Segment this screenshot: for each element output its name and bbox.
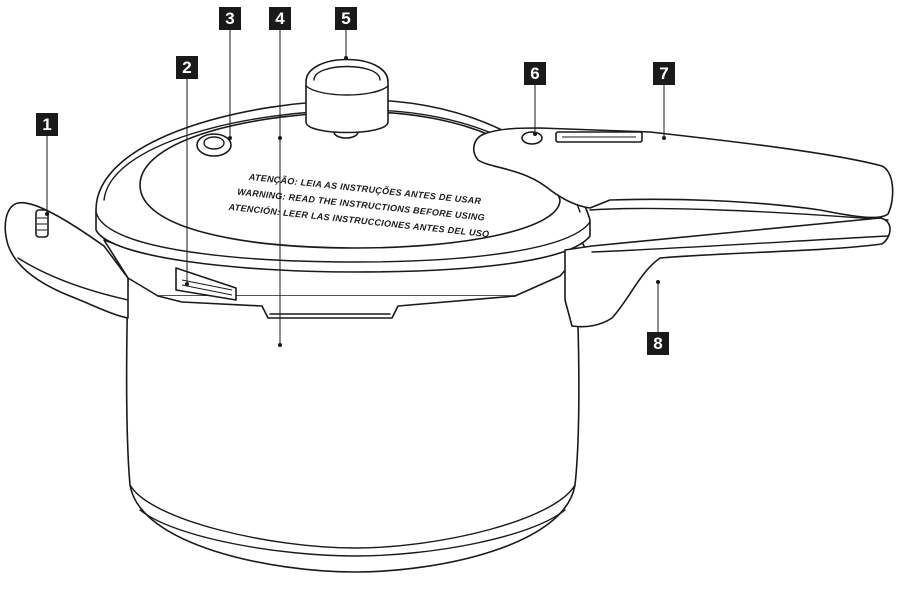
svg-text:3: 3	[225, 9, 234, 28]
callout-4: 4	[269, 7, 291, 30]
svg-text:5: 5	[341, 9, 350, 28]
callout-2: 2	[176, 56, 198, 79]
lid-handle	[472, 127, 894, 221]
svg-text:6: 6	[530, 64, 539, 83]
svg-text:7: 7	[659, 64, 668, 83]
safety-valve	[196, 133, 232, 157]
svg-text:8: 8	[653, 334, 662, 353]
svg-text:4: 4	[275, 9, 285, 28]
callout-3: 3	[219, 7, 241, 30]
callout-1: 1	[36, 113, 58, 136]
pot-body	[125, 269, 580, 573]
leader-lines	[45, 30, 666, 347]
callout-7: 7	[653, 62, 675, 85]
lid-lock-indicator	[175, 267, 237, 301]
svg-text:2: 2	[182, 58, 191, 77]
callout-5: 5	[335, 7, 357, 30]
svg-text:1: 1	[42, 115, 51, 134]
callout-8: 8	[647, 332, 669, 355]
side-handle	[4, 201, 129, 319]
pressure-regulator	[305, 58, 389, 139]
callout-6: 6	[524, 62, 546, 85]
body-handle	[564, 217, 891, 328]
